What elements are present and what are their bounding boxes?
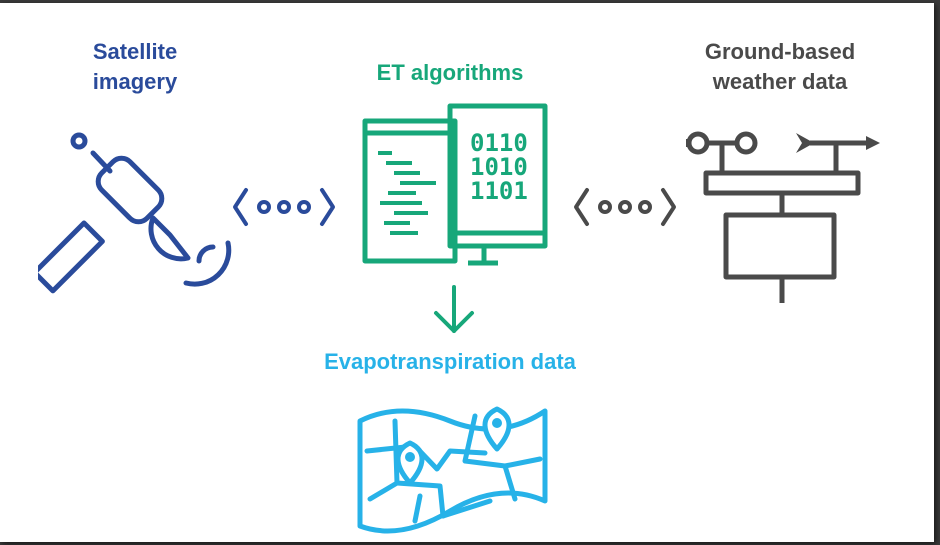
binary-row-3: 1101	[470, 177, 528, 205]
exchange-arrow-icon	[574, 188, 676, 226]
map-pins-icon	[357, 406, 548, 534]
satellite-label-line1: Satellite	[92, 39, 178, 64]
satellite-icon	[38, 132, 232, 294]
satellite-label-line2: imagery	[92, 69, 178, 94]
binary-row-1: 0110	[470, 129, 528, 157]
et-algorithms-label: ET algorithms	[376, 60, 524, 85]
satellite-imagery-label: Satellite imagery	[60, 37, 210, 97]
diagram-card: Satellite imagery ET algorithms Ground-b…	[0, 3, 934, 542]
evapotranspiration-label: Evapotranspiration data	[324, 349, 576, 374]
exchange-arrow-icon	[233, 188, 335, 226]
computer-code-icon: 0110 1010 1101	[362, 103, 548, 266]
ground-label-line1: Ground-based	[704, 39, 856, 64]
ground-weather-label: Ground-based weather data	[665, 37, 895, 97]
weather-station-icon	[686, 131, 880, 303]
ground-label-line2: weather data	[712, 69, 848, 94]
down-arrow-icon	[434, 285, 474, 333]
binary-row-2: 1010	[470, 153, 528, 181]
